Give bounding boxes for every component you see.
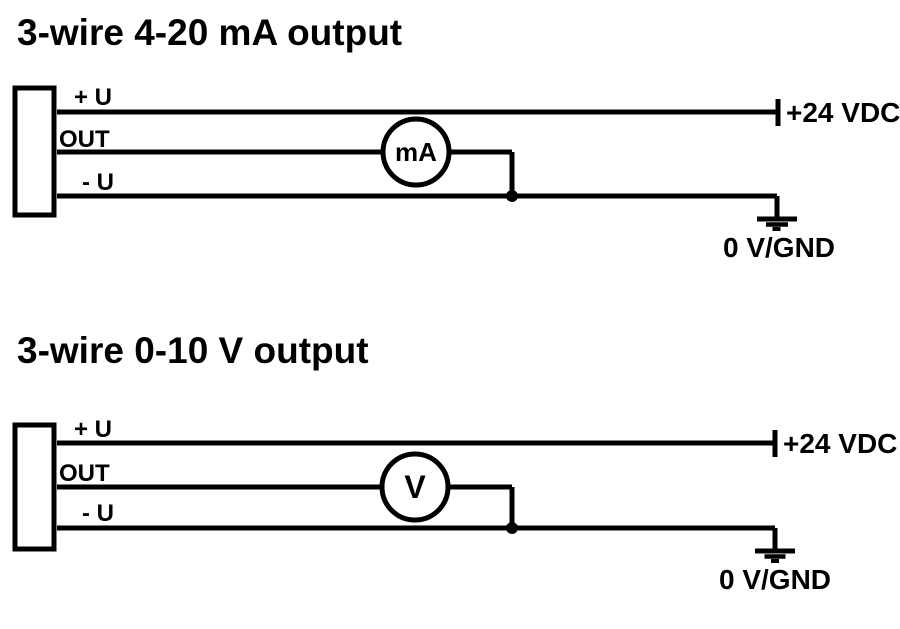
wire-label-out: OUT [59, 460, 110, 487]
meter-label: V [404, 469, 426, 505]
diagram-title: 3-wire 4-20 mA output [17, 12, 402, 53]
wire-label-plus-u: + U [74, 416, 112, 443]
voltage-meter-icon [379, 451, 451, 523]
wire-label-plus-u: + U [74, 84, 112, 111]
diagram-voltage-output: 3-wire 0-10 V output + U +24 VDC OUT V -… [12, 330, 897, 595]
meter-label: mA [395, 137, 437, 167]
supply-label: +24 VDC [783, 428, 897, 459]
wire-label-minus-u: - U [82, 500, 114, 527]
junction-dot [506, 190, 518, 202]
ground-icon [755, 528, 795, 563]
supply-label: +24 VDC [786, 97, 900, 128]
wire-label-minus-u: - U [82, 169, 114, 196]
junction-dot [506, 522, 518, 534]
wire-label-out: OUT [59, 126, 110, 153]
diagram-title: 3-wire 0-10 V output [17, 330, 369, 371]
diagram-current-output: 3-wire 4-20 mA output + U +24 VDC OUT mA… [12, 12, 900, 263]
sensor-box [12, 85, 57, 218]
current-meter-icon [380, 116, 452, 188]
ground-label: 0 V/GND [719, 564, 831, 595]
ground-icon [757, 196, 797, 231]
ground-label: 0 V/GND [723, 232, 835, 263]
sensor-box [12, 422, 57, 552]
